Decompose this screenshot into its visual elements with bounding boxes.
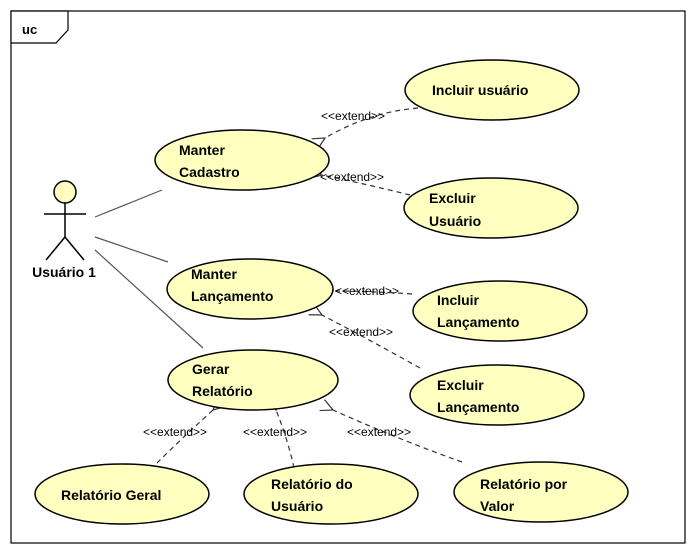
actor-head bbox=[53, 180, 77, 204]
svg-text:Manter: Manter bbox=[191, 266, 237, 282]
association-lancamento bbox=[94, 236, 169, 263]
actor-right-leg bbox=[64, 236, 85, 261]
use-case-manter-lancamento[interactable]: Manter Lançamento bbox=[166, 258, 334, 320]
extend-excluir-lancamento bbox=[322, 315, 421, 369]
extend-label: <<extend>> bbox=[347, 425, 411, 439]
extend-relatorio-usuario bbox=[276, 410, 295, 469]
use-case-manter-cadastro[interactable]: Manter Cadastro bbox=[154, 129, 330, 191]
svg-text:Excluir: Excluir bbox=[437, 377, 484, 393]
use-case-incluir-usuario[interactable]: Incluir usuário bbox=[404, 59, 580, 121]
use-case-gerar-relatorio[interactable]: Gerar Relatório bbox=[167, 349, 339, 411]
diagram-frame bbox=[10, 10, 686, 544]
svg-text:Lançamento: Lançamento bbox=[437, 399, 519, 415]
actor-label: Usuário 1 bbox=[32, 264, 96, 280]
svg-text:Incluir usuário: Incluir usuário bbox=[432, 82, 528, 98]
svg-text:Relatório Geral: Relatório Geral bbox=[61, 487, 161, 503]
association-relatorio bbox=[94, 249, 204, 349]
svg-text:Valor: Valor bbox=[480, 498, 515, 514]
svg-text:Relatório do: Relatório do bbox=[271, 476, 353, 492]
svg-text:Relatório: Relatório bbox=[192, 383, 253, 399]
use-case-excluir-usuario[interactable]: Excluir Usuário bbox=[403, 177, 579, 239]
svg-text:Gerar: Gerar bbox=[192, 361, 230, 377]
use-case-excluir-lancamento[interactable]: Excluir Lançamento bbox=[409, 364, 585, 426]
use-case-relatorio-usuario[interactable]: Relatório do Usuário bbox=[243, 463, 419, 525]
association-cadastro bbox=[94, 189, 163, 218]
use-case-relatorio-valor[interactable]: Relatório por Valor bbox=[453, 461, 629, 523]
svg-text:Relatório por: Relatório por bbox=[480, 476, 568, 492]
svg-text:Usuário: Usuário bbox=[429, 213, 481, 229]
svg-text:Lançamento: Lançamento bbox=[437, 314, 519, 330]
use-case-incluir-lancamento[interactable]: Incluir Lançamento bbox=[412, 280, 588, 342]
extend-label: <<extend>> bbox=[329, 325, 393, 339]
extend-label: <<extend>> bbox=[143, 425, 207, 439]
svg-text:Manter: Manter bbox=[179, 142, 225, 158]
extend-label: <<extend>> bbox=[321, 109, 385, 123]
svg-text:Incluir: Incluir bbox=[437, 292, 480, 308]
actor-usuario-1[interactable]: Usuário 1 bbox=[32, 180, 96, 280]
use-case-relatorio-geral[interactable]: Relatório Geral bbox=[34, 463, 210, 525]
frame-label: uc bbox=[22, 22, 37, 37]
svg-text:Excluir: Excluir bbox=[429, 190, 476, 206]
svg-text:Cadastro: Cadastro bbox=[179, 164, 240, 180]
svg-text:Usuário: Usuário bbox=[271, 498, 323, 514]
extend-incluir-usuario bbox=[325, 107, 419, 138]
extend-relatorio-valor bbox=[333, 410, 463, 463]
frame-tab bbox=[10, 10, 69, 44]
extend-label: <<extend>> bbox=[320, 170, 384, 184]
actor-left-leg bbox=[45, 236, 66, 261]
extend-label: <<extend>> bbox=[335, 284, 399, 298]
svg-text:Lançamento: Lançamento bbox=[191, 288, 273, 304]
extend-label: <<extend>> bbox=[243, 425, 307, 439]
extend-incluir-lancamento bbox=[333, 291, 413, 294]
